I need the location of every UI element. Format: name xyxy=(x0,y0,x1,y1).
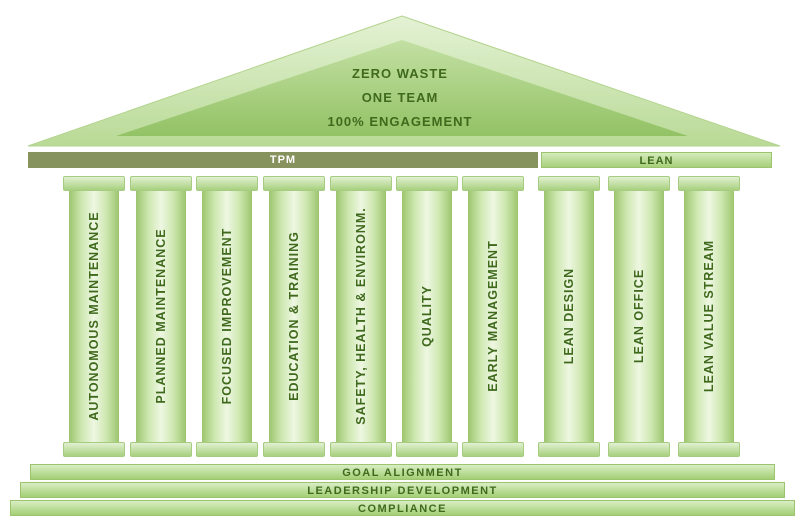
pillar-base xyxy=(678,442,740,457)
pillar-label: LEAN DESIGN xyxy=(562,267,576,365)
pillar-focused-improvement: FOCUSED IMPROVEMENT xyxy=(196,176,258,457)
foundation-compliance: COMPLIANCE xyxy=(10,500,795,516)
pillar-shaft xyxy=(136,191,186,442)
pillar-cap xyxy=(130,176,192,191)
pillar-label: QUALITY xyxy=(420,285,434,347)
pillar-label: SAFETY, HEALTH & ENVIRONM. xyxy=(354,207,368,425)
pillar-cap xyxy=(196,176,258,191)
pillar-label: LEAN OFFICE xyxy=(632,268,646,364)
pillar-lean-office: LEAN OFFICE xyxy=(608,176,670,457)
pillar-shaft xyxy=(614,191,664,442)
pillar-shaft xyxy=(544,191,594,442)
roof-inner xyxy=(116,40,688,136)
pillar-label: EDUCATION & TRAINING xyxy=(287,231,301,401)
foundation-goal-alignment: GOAL ALIGNMENT xyxy=(30,464,775,480)
lean-band: LEAN xyxy=(541,152,772,168)
pillar-base xyxy=(63,442,125,457)
pillar-shaft xyxy=(336,191,386,442)
roof xyxy=(27,15,781,147)
pillar-label: PLANNED MAINTENANCE xyxy=(154,228,168,404)
pillar-cap xyxy=(330,176,392,191)
pillar-autonomous-maintenance: AUTONOMOUS MAINTENANCE xyxy=(63,176,125,457)
pillar-cap xyxy=(396,176,458,191)
roof-text-one-team: ONE TEAM xyxy=(361,90,439,105)
pillar-base xyxy=(608,442,670,457)
pillar-label: FOCUSED IMPROVEMENT xyxy=(220,227,234,405)
pillar-base xyxy=(196,442,258,457)
pillar-shaft xyxy=(468,191,518,442)
pillar-base xyxy=(130,442,192,457)
pillar-lean-design: LEAN DESIGN xyxy=(538,176,600,457)
foundation-leadership-development: LEADERSHIP DEVELOPMENT xyxy=(20,482,785,498)
pillar-label: LEAN VALUE STREAM xyxy=(702,239,716,393)
pillar-cap xyxy=(608,176,670,191)
pillar-shaft xyxy=(402,191,452,442)
pillar-shaft xyxy=(69,191,119,442)
pillar-label: AUTONOMOUS MAINTENANCE xyxy=(87,211,101,421)
pillar-early-management: EARLY MANAGEMENT xyxy=(462,176,524,457)
pillar-base xyxy=(263,442,325,457)
pillar-education-training: EDUCATION & TRAINING xyxy=(263,176,325,457)
pillar-cap xyxy=(263,176,325,191)
roof-text-engagement: 100% ENGAGEMENT xyxy=(327,114,473,129)
roof-text-zero-waste: ZERO WASTE xyxy=(352,66,448,81)
pillar-base xyxy=(396,442,458,457)
pillar-shaft xyxy=(269,191,319,442)
pillar-safety-health-environment: SAFETY, HEALTH & ENVIRONM. xyxy=(330,176,392,457)
tpm-band: TPM xyxy=(28,152,538,168)
pillar-label: EARLY MANAGEMENT xyxy=(486,240,500,392)
pillar-cap xyxy=(538,176,600,191)
pillar-planned-maintenance: PLANNED MAINTENANCE xyxy=(130,176,192,457)
pillar-cap xyxy=(678,176,740,191)
pillar-lean-value-stream: LEAN VALUE STREAM xyxy=(678,176,740,457)
pillar-shaft xyxy=(202,191,252,442)
pillar-base xyxy=(462,442,524,457)
pillar-base xyxy=(538,442,600,457)
pillar-cap xyxy=(63,176,125,191)
pillar-quality: QUALITY xyxy=(396,176,458,457)
pillar-cap xyxy=(462,176,524,191)
pillar-base xyxy=(330,442,392,457)
pillar-shaft xyxy=(684,191,734,442)
